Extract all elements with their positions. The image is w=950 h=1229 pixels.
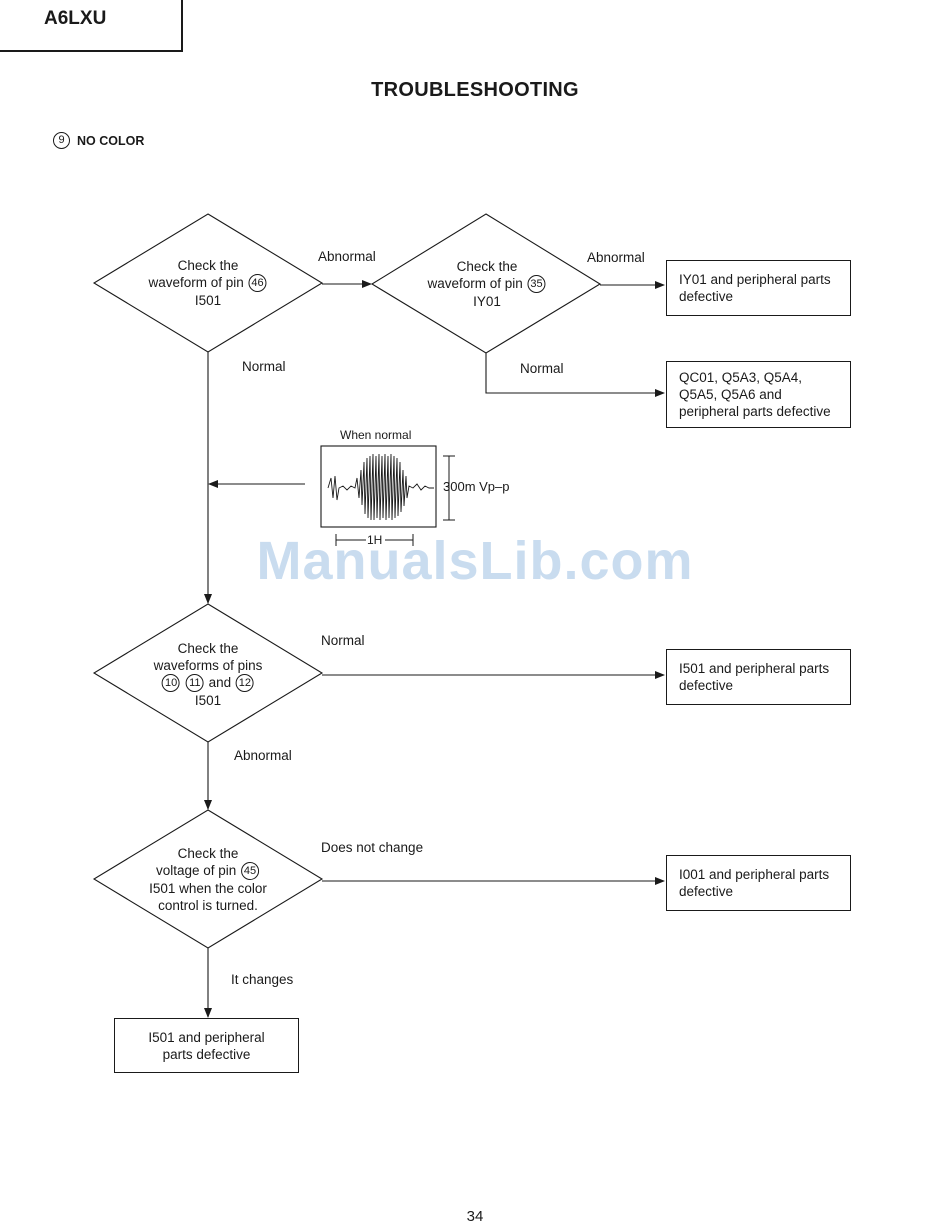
result-box-i001: I001 and peripheral parts defective [666, 855, 851, 911]
decision-1-prefix: waveform of pin [148, 275, 244, 290]
decision-3-line4: I501 [194, 693, 222, 709]
model-label: A6LXU [44, 8, 107, 29]
label-d3-abnormal: Abnormal [234, 748, 292, 763]
pin-11-marker: 11 [185, 674, 204, 693]
decision-3-and: and [208, 675, 232, 690]
label-d2-normal: Normal [520, 361, 564, 376]
page-number: 34 [466, 1208, 484, 1225]
result-box-iy01: IY01 and peripheral parts defective [666, 260, 851, 316]
label-d2-abnormal: Abnormal [587, 250, 645, 265]
decision-3-line2: waveforms of pins [153, 658, 263, 673]
label-d4-no-change: Does not change [321, 840, 424, 855]
decision-4-line4: control is turned. [158, 898, 258, 914]
page-title: TROUBLESHOOTING [371, 79, 579, 101]
result-2-line1: QC01, Q5A3, Q5A4, [679, 370, 803, 385]
decision-3-text: Check the waveforms of pins 10 11 and 12… [154, 640, 263, 709]
waveform-period: 1H [367, 533, 383, 547]
result-3-line1: I501 and peripheral parts [679, 661, 830, 676]
watermark: ManualsLib.com [256, 531, 694, 591]
result-5-line1: I501 and peripheral [148, 1029, 265, 1045]
pin-12-marker: 12 [235, 674, 254, 693]
label-d3-normal: Normal [321, 633, 365, 648]
result-3-line2: defective [679, 678, 734, 693]
label-d1-normal: Normal [242, 359, 286, 374]
result-2-line2: Q5A5, Q5A6 and [679, 387, 782, 402]
section-heading: 9 NO COLOR [53, 132, 144, 149]
decision-1-line2: waveform of pin 46 [148, 274, 267, 293]
waveform-amplitude: 300m Vp–p [443, 479, 510, 494]
decision-4-line2: voltage of pin 45 [149, 862, 267, 881]
label-d4-changes: It changes [231, 972, 294, 987]
pin-46-marker: 46 [248, 274, 267, 293]
waveform-trace [327, 453, 434, 521]
section-label: NO COLOR [77, 133, 145, 148]
decision-4-prefix: voltage of pin [155, 863, 237, 878]
result-2-line3: peripheral parts defective [679, 404, 831, 419]
result-box-qc01: QC01, Q5A3, Q5A4, Q5A5, Q5A6 and periphe… [666, 361, 851, 428]
decision-2-prefix: waveform of pin [427, 276, 523, 291]
decision-2-line2: waveform of pin 35 [427, 275, 546, 294]
decision-2-line3: IY01 [473, 294, 501, 310]
decision-4-text: Check the voltage of pin 45 I501 when th… [149, 845, 267, 914]
pin-45-marker: 45 [241, 862, 260, 881]
waveform-scope [320, 445, 455, 546]
arrow-d2-to-r2 [485, 353, 665, 397]
result-1-line1: IY01 and peripheral parts [679, 272, 831, 287]
result-1-line2: defective [679, 289, 734, 304]
result-box-i501-a: I501 and peripheral parts defective [666, 649, 851, 705]
pin-10-marker: 10 [162, 674, 181, 693]
decision-2-line1: Check the [456, 259, 518, 274]
decision-2-text: Check the waveform of pin 35 IY01 [427, 258, 546, 310]
label-d1-abnormal: Abnormal [318, 249, 376, 264]
decision-3-pins: 10 11 and 12 [154, 674, 263, 693]
decision-1-line1: Check the [177, 258, 239, 273]
result-4-line1: I001 and peripheral parts [679, 867, 830, 882]
section-number: 9 [53, 132, 70, 149]
result-5-line2: parts defective [162, 1046, 251, 1062]
decision-4-line3: I501 when the color [149, 881, 267, 897]
decision-3-line1: Check the [177, 641, 239, 656]
model-tab: A6LXU [0, 0, 183, 52]
decision-1-text: Check the waveform of pin 46 I501 [148, 257, 267, 309]
decision-1-line3: I501 [194, 293, 222, 309]
decision-4-line1: Check the [177, 846, 239, 861]
waveform-caption: When normal [340, 428, 412, 442]
result-box-i501-b: I501 and peripheral parts defective [114, 1018, 299, 1073]
pin-35-marker: 35 [527, 275, 546, 294]
result-4-line2: defective [679, 884, 734, 899]
